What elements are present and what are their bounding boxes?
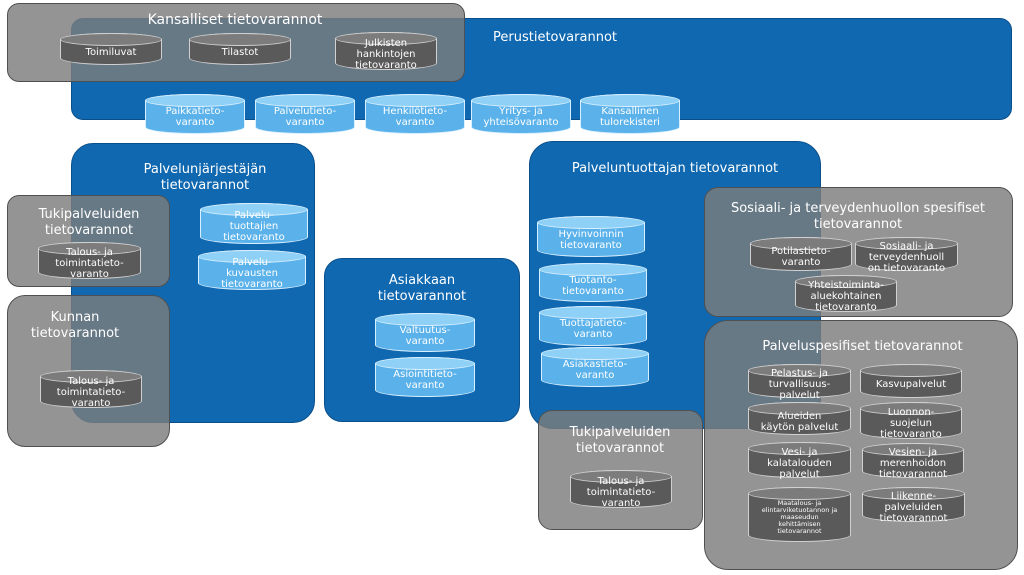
cylinder-toimiluvat[interactable]: Toimiluvat (60, 33, 162, 65)
cylinder-talous-support-right[interactable]: Talous- ja toimintatieto- varanto (570, 470, 672, 509)
cylinder-label: Henkilötieto- varanto (382, 106, 448, 128)
cylinder-label: Kansallinen tulorekisteri (600, 106, 660, 128)
cylinder-valtuutus[interactable]: Valtuutus- varanto (375, 313, 475, 352)
cylinder-label: Kasvupalvelut (875, 378, 947, 390)
cylinder-label: Pelastus- ja turvallisuus- palvelut (768, 367, 831, 401)
cylinder-label: Paikkatieto- varanto (165, 106, 225, 128)
cylinder-label: Sosiaali- ja terveydenhuoll on tietovara… (867, 240, 946, 274)
producer-registers-title: Palveluntuottajan tietovarannot (571, 161, 779, 176)
cylinder-label: Palvelu- kuvausten tietovaranto (221, 256, 283, 290)
cylinder-label: Talous- ja toimintatieto- varanto (55, 247, 124, 280)
cylinder-asiointitieto[interactable]: Asiointitieto- varanto (375, 357, 475, 397)
cylinder-label: Palvelutieto- varanto (273, 106, 337, 128)
cylinder-label: Julkisten hankintojen tietovaranto (355, 37, 417, 71)
cylinder-pelastus[interactable]: Pelastus- ja turvallisuus- palvelut (748, 364, 851, 401)
cylinder-tuottajatieto[interactable]: Tuottajatieto- varanto (539, 306, 647, 346)
cylinder-label: Vesi- ja kalatalouden palvelut (767, 446, 832, 480)
cylinder-label: Talous- ja toimintatieto- varanto (56, 375, 126, 409)
cylinder-label: Vesien- ja merenhoidon tietovarannot (879, 447, 947, 480)
cylinder-liikennepalvelut[interactable]: Liikenne- palveluiden tietovarannot (862, 487, 965, 524)
cylinder-luonnonsuojelu[interactable]: Luonnon- suojelun tietovaranto (860, 402, 962, 440)
cylinder-asiakastieto[interactable]: Asiakastieto- varanto (541, 347, 649, 387)
cylinder-label: Palvelu- tuottajien tietovaranto (223, 210, 285, 243)
cylinder-vesi-kalatalous[interactable]: Vesi- ja kalatalouden palvelut (748, 442, 851, 480)
support-right-panel (538, 410, 703, 530)
cylinder-label: Yhteistoiminta- aluekohtainen tietovaran… (808, 280, 884, 313)
cylinder-label: Tuottajatieto- varanto (559, 318, 627, 340)
cylinder-alueiden-kayton[interactable]: Alueiden käytön palvelut (748, 402, 851, 435)
cylinder-label: Maatalous- ja elintarviketuotannon ja ma… (761, 499, 838, 535)
cylinder-paikkatieto[interactable]: Paikkatieto- varanto (145, 94, 245, 134)
national-registers-title: Kansalliset tietovarannot (147, 12, 323, 28)
cylinder-sote-tietovaranto[interactable]: Sosiaali- ja terveydenhuoll on tietovara… (855, 237, 958, 274)
organizer-registers-title: Palvelunjärjestäjän tietovarannot (143, 162, 267, 193)
cylinder-label: Talous- ja toimintatieto- varanto (586, 475, 656, 509)
cylinder-label: Luonnon- suojelun tietovaranto (880, 407, 942, 440)
cylinder-vesien-merenhoito[interactable]: Vesien- ja merenhoidon tietovarannot (862, 443, 964, 480)
cylinder-label: Yritys- ja yhteisövaranto (483, 106, 559, 128)
cylinder-label: Valtuutus- varanto (399, 324, 451, 347)
cylinder-yritys-yhteiso[interactable]: Yritys- ja yhteisövaranto (471, 94, 571, 134)
cylinder-kasvupalvelut[interactable]: Kasvupalvelut (860, 364, 962, 398)
cylinder-label: Toimiluvat (85, 46, 137, 58)
support-left-title: Tukipalveluiden tietovarannot (38, 207, 140, 238)
cylinder-palvelutuottajien[interactable]: Palvelu- tuottajien tietovaranto (200, 203, 308, 244)
cylinder-julkisten-hankintojen[interactable]: Julkisten hankintojen tietovaranto (335, 32, 437, 71)
cylinder-label: Hyvinvoinnin tietovaranto (558, 228, 624, 251)
cylinder-palvelukuvausten[interactable]: Palvelu- kuvausten tietovaranto (198, 250, 306, 290)
cylinder-yhteistoiminta[interactable]: Yhteistoiminta- aluekohtainen tietovaran… (795, 275, 897, 313)
support-right-title: Tukipalveluiden tietovarannot (569, 425, 671, 456)
cylinder-henkilotieto[interactable]: Henkilötieto- varanto (365, 94, 465, 134)
basic-registers-title: Perustietovarannot (493, 30, 617, 45)
municipality-title: Kunnan tietovarannot (30, 310, 120, 341)
cylinder-palvelutieto[interactable]: Palvelutieto- varanto (255, 94, 355, 134)
cylinder-maatalous[interactable]: Maatalous- ja elintarviketuotannon ja ma… (748, 487, 851, 542)
cylinder-label: Liikenne- palveluiden tietovarannot (879, 491, 948, 524)
cylinder-label: Tuotanto- tietovaranto (562, 274, 624, 297)
cylinder-talous-support-left[interactable]: Talous- ja toimintatieto- varanto (38, 242, 141, 280)
cylinder-hyvinvoinnin[interactable]: Hyvinvoinnin tietovaranto (537, 216, 645, 257)
cylinder-tuotanto[interactable]: Tuotanto- tietovaranto (539, 263, 647, 302)
cylinder-label: Tilastot (221, 46, 259, 58)
cylinder-tulorekisteri[interactable]: Kansallinen tulorekisteri (580, 94, 680, 134)
cylinder-talous-municipality[interactable]: Talous- ja toimintatieto- varanto (40, 370, 142, 409)
cylinder-label: Alueiden käytön palvelut (760, 410, 839, 433)
social-health-title: Sosiaali- ja terveydenhuollon spesifiset… (730, 201, 986, 232)
cylinder-label: Asiointitieto- varanto (393, 369, 457, 391)
cylinder-label: Potilastieto- varanto (771, 246, 831, 268)
customer-registers-title: Asiakkaan tietovarannot (377, 273, 467, 304)
service-specific-title: Palveluspesifiset tietovarannot (762, 339, 963, 354)
cylinder-label: Asiakastieto- varanto (562, 359, 628, 381)
cylinder-tilastot[interactable]: Tilastot (189, 33, 291, 65)
cylinder-potilastieto[interactable]: Potilastieto- varanto (750, 237, 852, 271)
